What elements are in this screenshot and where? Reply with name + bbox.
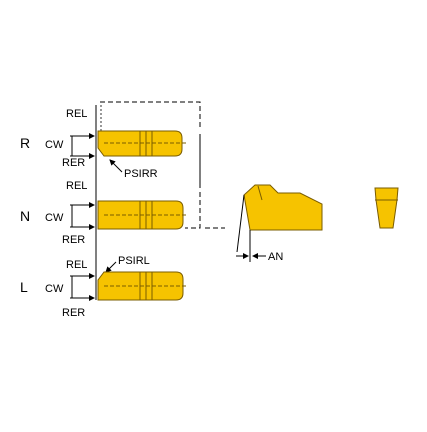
rel-label-l: REL [66, 259, 87, 271]
row-l: L CW REL RER PSIRL [20, 255, 186, 319]
row-n: N CW REL RER [20, 180, 186, 246]
rel-label-n: REL [66, 180, 87, 192]
rel-label-r: REL [66, 108, 87, 120]
insert-end-view [374, 187, 399, 229]
psi-label-l: PSIRL [118, 255, 150, 267]
cw-label-r: CW [45, 139, 64, 151]
psi-label-r: PSIRR [124, 168, 158, 180]
insert-side-view [243, 184, 323, 231]
angle-label: AN [268, 251, 283, 263]
cw-label-n: CW [45, 212, 64, 224]
holder-outline [100, 101, 225, 229]
rer-label-r: RER [62, 157, 85, 169]
row-r: R CW REL RER PSIRR [20, 108, 186, 180]
row-code-l: L [20, 279, 28, 295]
rer-label-n: RER [62, 234, 85, 246]
rer-label-l: RER [62, 307, 85, 319]
row-code-n: N [20, 208, 30, 224]
row-code-r: R [20, 135, 30, 151]
cw-label-l: CW [45, 283, 64, 295]
side-view: AN [236, 184, 323, 263]
